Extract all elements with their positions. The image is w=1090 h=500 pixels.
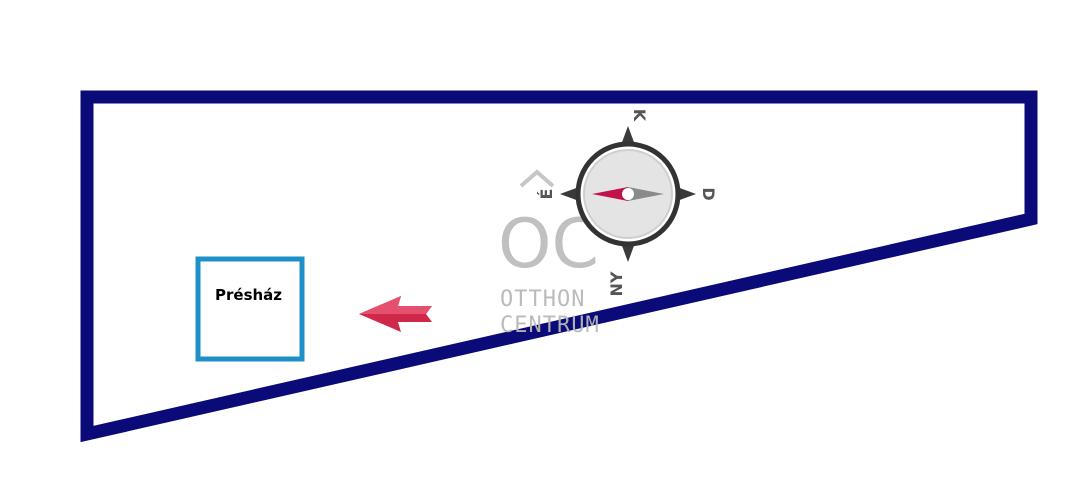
compass-point-west (560, 187, 579, 201)
compass-point-east (677, 187, 696, 201)
watermark-line2: CENTRUM (500, 313, 600, 338)
compass-label-west: É (537, 189, 556, 200)
compass-label-south: NY (607, 271, 626, 296)
building-label: Présház (215, 286, 282, 304)
compass-needle-red (592, 187, 628, 201)
arrow-left-icon (359, 296, 432, 332)
compass-label-east: D (699, 187, 718, 200)
house-roof-icon (519, 169, 555, 188)
watermark-line1: OTTHON (500, 287, 585, 312)
compass: K D NY É (537, 109, 718, 297)
compass-point-south (621, 243, 635, 262)
compass-label-north: K (630, 109, 649, 122)
building-outline (195, 256, 305, 362)
building-presshaz[interactable]: Présház (195, 256, 305, 362)
compass-pivot (622, 188, 634, 200)
compass-point-north (621, 126, 635, 145)
compass-needle-grey (628, 187, 664, 201)
plot-boundary (80, 90, 1038, 443)
